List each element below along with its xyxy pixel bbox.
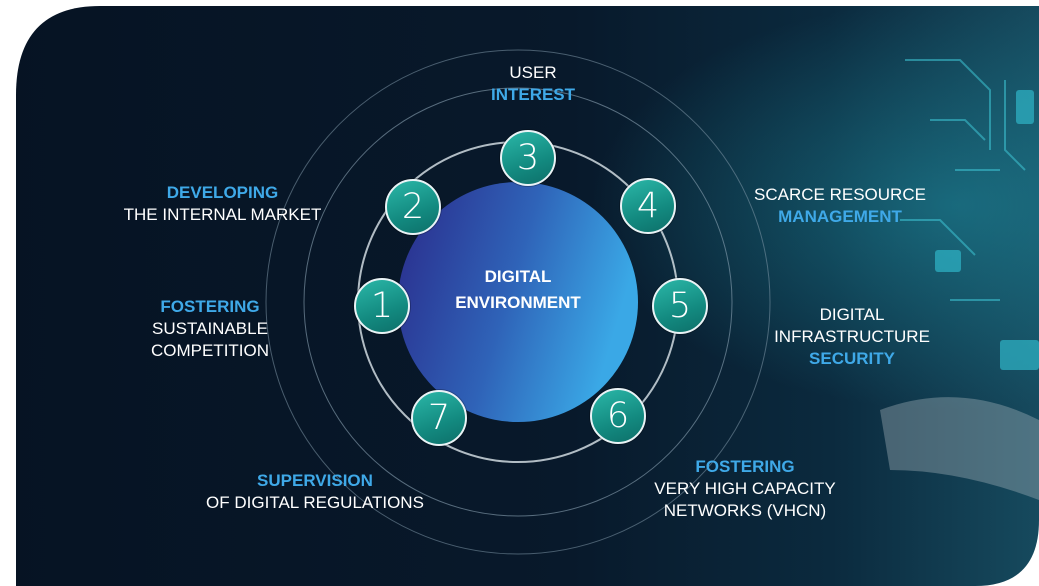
label-scarce-accent: MANAGEMENT: [778, 207, 902, 226]
center-line-1: DIGITAL: [484, 267, 552, 286]
label-fostering-competition-accent: FOSTERING: [160, 297, 260, 316]
label-fostering-competition-line3: COMPETITION: [150, 341, 270, 360]
label-security-line1: DIGITAL: [819, 305, 885, 324]
node-6: 6: [590, 388, 646, 444]
node-7: 7: [411, 390, 467, 446]
label-user-interest-line1: USER: [509, 63, 557, 82]
label-developing-accent: DEVELOPING: [166, 183, 279, 202]
node-4-number: 4: [636, 186, 660, 226]
label-user-interest: USER INTEREST: [468, 62, 598, 106]
label-fostering-competition: FOSTERING SUSTAINABLE COMPETITION: [130, 296, 290, 362]
label-developing: DEVELOPING THE INTERNAL MARKET: [100, 182, 345, 226]
node-3: 3: [500, 130, 556, 186]
label-fostering-vhcn-line3: NETWORKS (VHCN): [663, 501, 827, 520]
label-scarce-line1: SCARCE RESOURCE: [754, 185, 926, 204]
center-line-2: ENVIRONMENT: [455, 293, 581, 312]
label-supervision-line2: OF DIGITAL REGULATIONS: [206, 493, 424, 512]
label-fostering-vhcn: FOSTERING VERY HIGH CAPACITY NETWORKS (V…: [630, 456, 860, 522]
node-7-number: 7: [427, 398, 451, 438]
label-fostering-vhcn-accent: FOSTERING: [695, 457, 795, 476]
label-fostering-vhcn-line2: VERY HIGH CAPACITY: [654, 479, 836, 498]
label-security-line2: INFRASTRUCTURE: [774, 327, 930, 346]
label-fostering-competition-line2: SUSTAINABLE: [152, 319, 268, 338]
node-1-number: 1: [370, 286, 394, 326]
node-3-number: 3: [516, 138, 540, 178]
center-label: DIGITAL ENVIRONMENT: [413, 264, 623, 316]
label-user-interest-accent: INTEREST: [490, 85, 576, 104]
node-2-number: 2: [401, 187, 425, 227]
node-4: 4: [620, 178, 676, 234]
node-2: 2: [385, 179, 441, 235]
node-5-number: 5: [668, 286, 692, 326]
label-developing-line2: THE INTERNAL MARKET: [123, 205, 322, 224]
label-supervision: SUPERVISION OF DIGITAL REGULATIONS: [180, 470, 450, 514]
label-security-accent: SECURITY: [809, 349, 895, 368]
label-supervision-accent: SUPERVISION: [257, 471, 373, 490]
label-scarce-resource: SCARCE RESOURCE MANAGEMENT: [735, 184, 945, 228]
label-security: DIGITAL INFRASTRUCTURE SECURITY: [752, 304, 952, 370]
node-1: 1: [354, 278, 410, 334]
node-5: 5: [652, 278, 708, 334]
node-6-number: 6: [606, 396, 630, 436]
